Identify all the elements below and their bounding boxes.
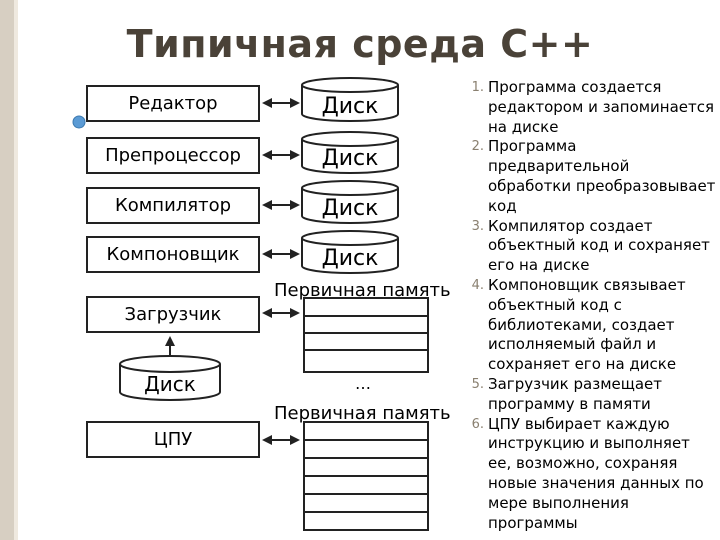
step-item: 6.ЦПУ выбирает каждую инструкцию и выпол… bbox=[466, 415, 716, 534]
disk-4 bbox=[301, 230, 399, 274]
step-item: 1. Программа создается редактором и запом… bbox=[466, 78, 716, 137]
step-text: Компилятор создает объектный код и сохра… bbox=[488, 216, 710, 275]
disk-2 bbox=[301, 131, 399, 174]
step-text: Загрузчик размещает программу в памяти bbox=[488, 374, 663, 413]
disk-3 bbox=[301, 180, 399, 224]
preprocessor-box: Препроцессор bbox=[86, 137, 260, 174]
step-item: 2.Программа предварительной обработки пр… bbox=[466, 137, 716, 216]
disk-left-label: Диск bbox=[144, 372, 196, 396]
decorative-side-bar-light bbox=[14, 0, 18, 540]
step-text: ЦПУ выбирает каждую инструкцию и выполня… bbox=[488, 414, 704, 532]
linker-label: Компоновщик bbox=[106, 243, 240, 265]
decorative-side-bar bbox=[0, 0, 14, 540]
disk-1-label: Диск bbox=[321, 94, 379, 119]
step-item: 5.Загрузчик размещает программу в памяти bbox=[466, 375, 716, 415]
primary-memory-label-1: Первичная память bbox=[274, 280, 451, 301]
memory-stack-2 bbox=[303, 421, 429, 531]
preprocessor-label: Препроцессор bbox=[105, 144, 241, 166]
compiler-label: Компилятор bbox=[114, 194, 232, 216]
step-number: 6. bbox=[471, 416, 484, 432]
step-item: 4.Компоновщик связывает объектный код с … bbox=[466, 276, 716, 375]
step-number: 3. bbox=[471, 218, 484, 234]
memory-stack-1 bbox=[303, 297, 429, 373]
memory-ellipsis: … bbox=[355, 374, 371, 393]
step-text: Программа предварительной обработки прео… bbox=[488, 137, 716, 215]
disk-1 bbox=[301, 77, 399, 122]
disk-3-label: Диск bbox=[321, 196, 379, 221]
step-text: Компоновщик связывает объектный код с би… bbox=[488, 275, 686, 374]
loader-label: Загрузчик bbox=[124, 303, 222, 325]
disk-4-label: Диск bbox=[321, 246, 379, 271]
disk-left bbox=[119, 355, 221, 401]
step-text: Программа создается редактором и запомин… bbox=[488, 78, 715, 136]
linker-box: Компоновщик bbox=[86, 236, 260, 273]
cpu-label: ЦПУ bbox=[153, 428, 193, 450]
loader-box: Загрузчик bbox=[86, 296, 260, 333]
compiler-box: Компилятор bbox=[86, 187, 260, 224]
disk-2-label: Диск bbox=[321, 146, 379, 171]
step-number: 4. bbox=[471, 277, 484, 293]
editor-label: Редактор bbox=[128, 92, 218, 114]
step-number: 1. bbox=[471, 80, 484, 95]
editor-box: Редактор bbox=[86, 85, 260, 122]
step-number: 5. bbox=[471, 376, 484, 392]
page-title: Типичная среда С++ bbox=[126, 22, 594, 66]
primary-memory-label-2: Первичная память bbox=[274, 403, 451, 424]
step-number: 2. bbox=[471, 139, 484, 155]
cpu-box: ЦПУ bbox=[86, 421, 260, 458]
arrows bbox=[165, 98, 300, 445]
steps-list: 1. Программа создается редактором и запом… bbox=[466, 78, 716, 533]
step-item: 3.Компилятор создает объектный код и сох… bbox=[466, 217, 716, 276]
